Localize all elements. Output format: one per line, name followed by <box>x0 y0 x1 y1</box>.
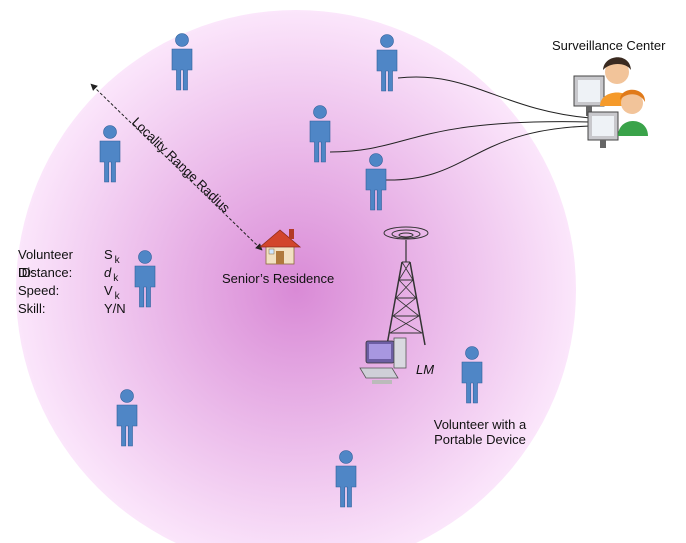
skill-key: Skill: <box>18 301 46 316</box>
volunteer-device-line1: Volunteer with a <box>433 417 527 432</box>
volunteer-device-label: Volunteer with a Portable Device <box>428 417 532 447</box>
operator-workstation-icon <box>573 57 648 148</box>
skill-value: Y/N <box>104 301 126 316</box>
speed-symbol: V <box>104 283 113 298</box>
lm-label: LM <box>416 362 435 377</box>
house-icon <box>258 229 302 265</box>
volunteer-id-symbol: S <box>104 247 113 262</box>
volunteer-id-key: Volunteer ID: <box>18 247 73 280</box>
volunteer-device-line2: Portable Device <box>434 432 526 447</box>
link-2 <box>329 121 591 153</box>
surveillance-links <box>329 76 591 181</box>
speed-subscript: k <box>114 291 120 302</box>
link-1 <box>397 76 591 119</box>
antenna-tower-icon <box>383 226 429 346</box>
surveillance-center-label: Surveillance Center <box>552 38 666 53</box>
volunteer-id-subscript: k <box>114 255 120 266</box>
computer-icon <box>359 337 407 384</box>
link-3 <box>383 125 591 181</box>
distance-subscript: k <box>113 273 119 284</box>
locality-range-radius-arrow <box>90 83 263 251</box>
speed-key: Speed: <box>18 283 60 298</box>
distance-symbol: d <box>104 265 112 280</box>
distance-key: Distance: <box>18 265 73 280</box>
senior-residence-label: Senior’s Residence <box>222 271 335 286</box>
